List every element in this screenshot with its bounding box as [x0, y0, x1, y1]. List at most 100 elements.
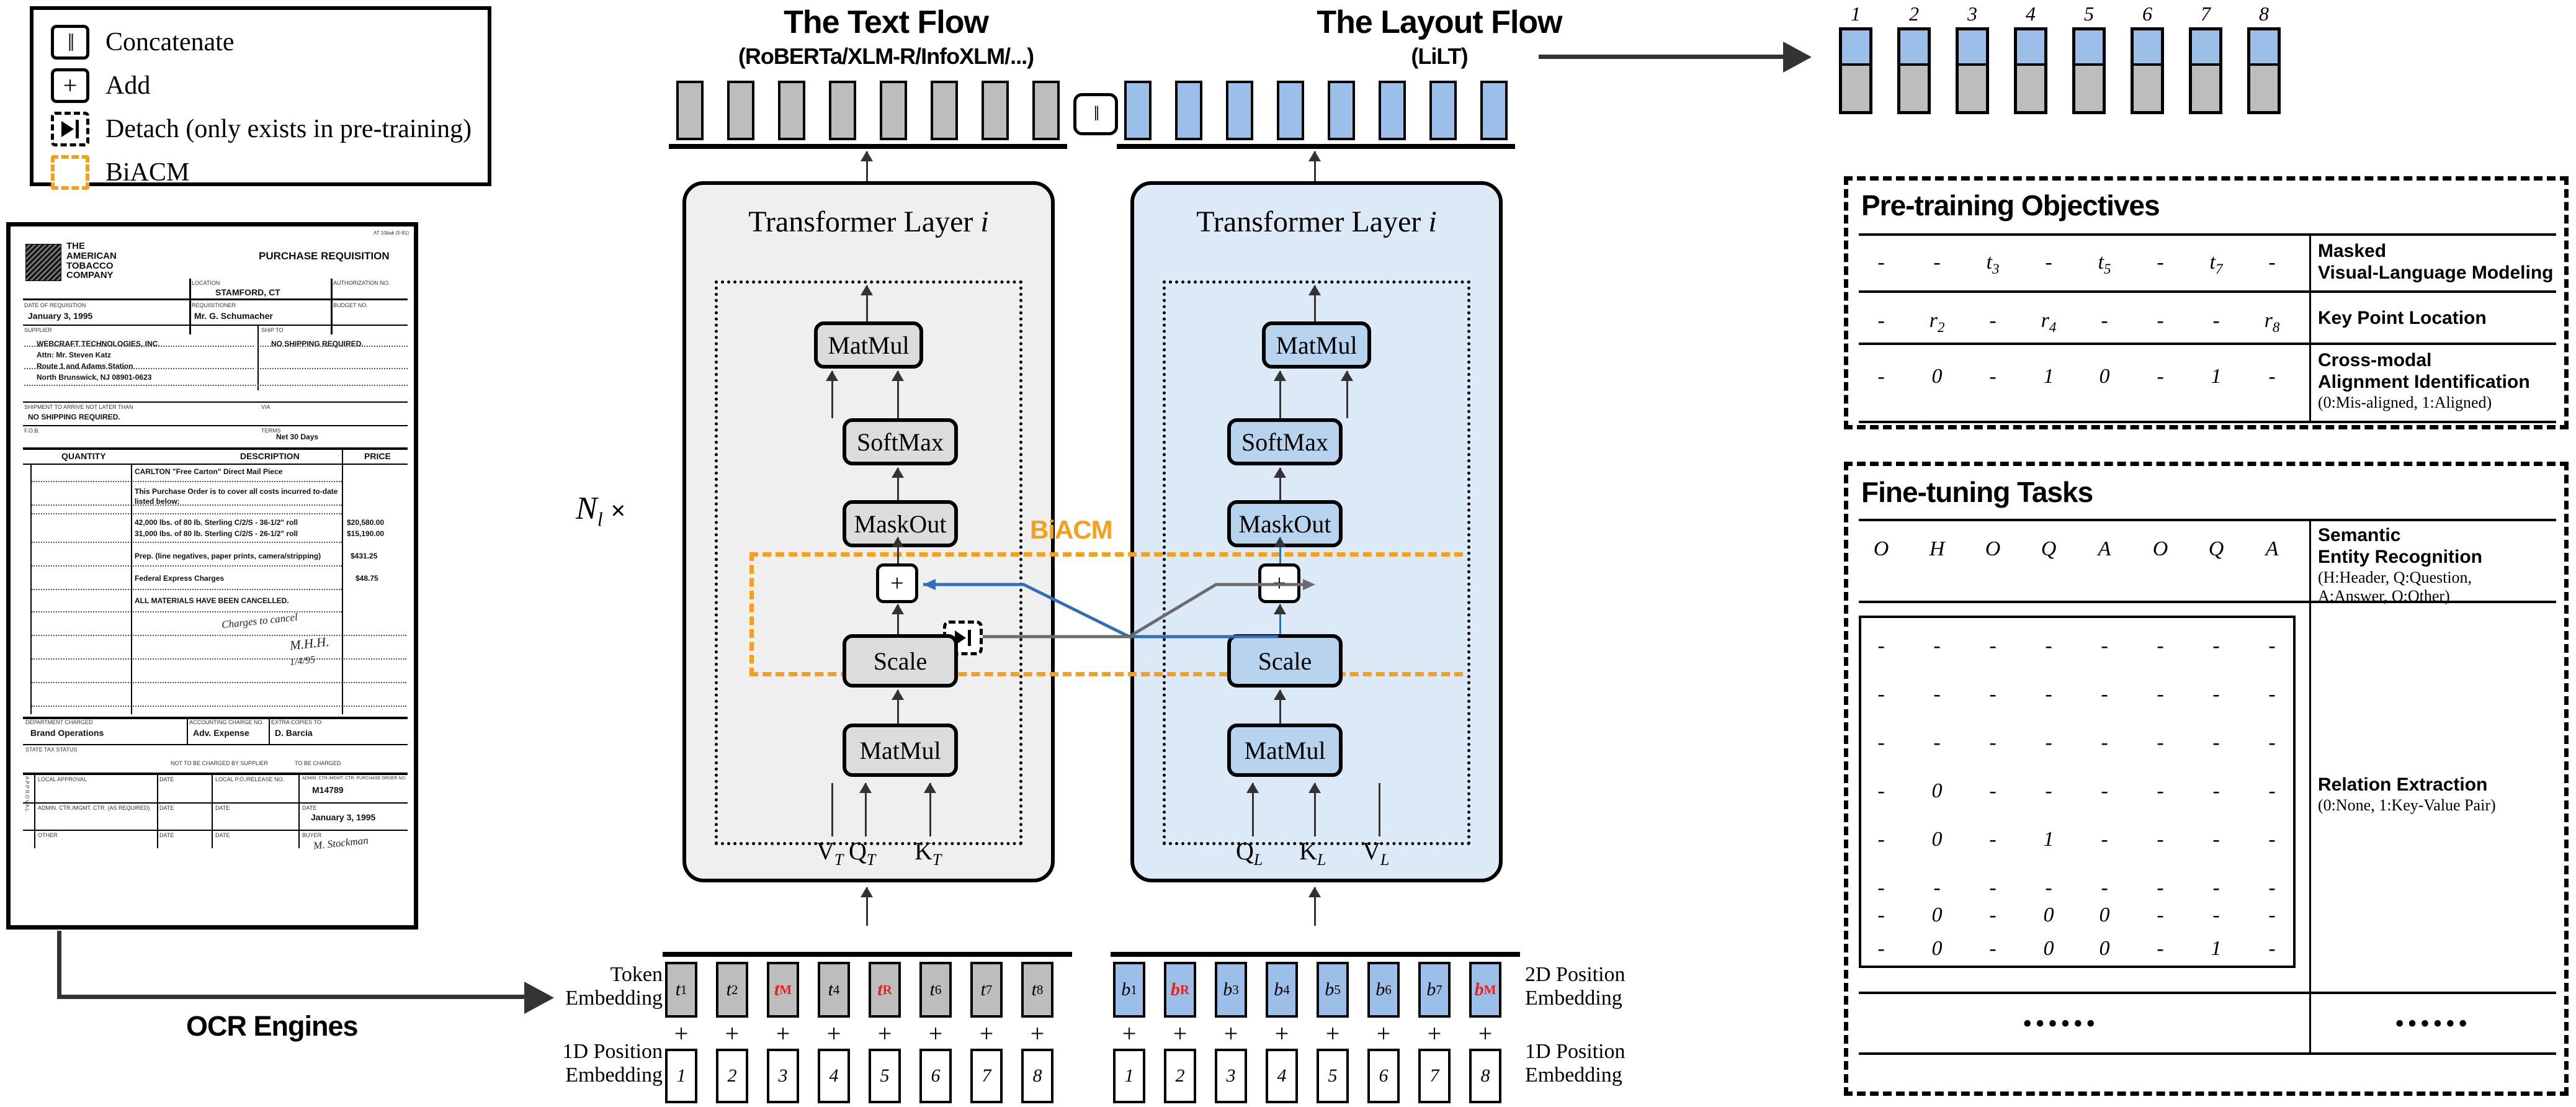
text-plus-2: +	[725, 1020, 740, 1047]
re-r8c3: -	[1989, 937, 1997, 960]
text-flow-subtitle: (RoBERTa/XLM-R/InfoXLM/...)	[738, 43, 1034, 69]
doc-row-desc-2: This Purchase Order is to cover all cost…	[135, 487, 338, 496]
layout-v-line	[1379, 783, 1380, 836]
re-r6c7: -	[2212, 876, 2220, 899]
doc-field-via-label: VIA	[261, 404, 271, 410]
repeat-label: Nl ×	[576, 491, 625, 531]
layout-output-cell-4	[1277, 81, 1304, 140]
re-r3c3: -	[1989, 731, 1997, 754]
kpl-cell-8: r8	[2264, 309, 2280, 335]
output-index-3: 3	[1967, 2, 1977, 25]
ser-cell-7: Q	[2208, 537, 2224, 560]
re-r1c8: -	[2268, 634, 2276, 657]
layout-k-arrow	[1308, 782, 1321, 836]
re-r1c7: -	[2212, 634, 2220, 657]
layout-panel-title: Transformer Layer i	[1196, 205, 1437, 238]
text-position-8: 8	[1021, 1049, 1053, 1103]
layout-v-label: VL	[1362, 837, 1390, 869]
output-bar-2	[1897, 27, 1931, 114]
layout-plus-7: +	[1427, 1020, 1442, 1047]
layout-plus-5: +	[1325, 1020, 1340, 1047]
doc-footer-po-label: ADMIN. CTR./MGMT. CTR. PURCHASE ORDER NO…	[302, 776, 407, 781]
text-embedding-to-panel-arrow	[861, 887, 873, 926]
re-r5c6: -	[2157, 828, 2164, 851]
mvlm-task-name: Masked Visual-Language Modeling	[2318, 241, 2554, 283]
layout-softmax: SoftMax	[1227, 418, 1343, 465]
text-panel-output-arrow	[861, 151, 873, 184]
legend-item-add: + Add	[51, 66, 488, 105]
layout-output-cell-2	[1175, 81, 1202, 140]
text-position-5-label: 5	[880, 1065, 890, 1086]
re-r4c8: -	[2268, 779, 2276, 802]
re-r2c4: -	[2045, 683, 2052, 706]
text-position-3-label: 3	[778, 1065, 788, 1086]
re-r5c5: -	[2101, 828, 2108, 851]
text-k-arrow	[924, 782, 936, 836]
text-k-label: KT	[915, 837, 942, 869]
re-r7c6: -	[2157, 903, 2164, 926]
doc-field-supplier-label: SUPPLIER	[24, 327, 52, 333]
layout-output-cell-8	[1480, 81, 1508, 140]
layout-softmax-out-arrow	[1274, 370, 1286, 418]
re-r5c8: -	[2268, 828, 2276, 851]
output-bar-4	[2014, 27, 2047, 114]
output-index-2: 2	[1909, 2, 1919, 25]
ser-task-name: Semantic Entity Recognition (H:Header, Q…	[2318, 525, 2482, 605]
layout-matmul-to-scale-arrow	[1274, 689, 1286, 724]
biacm-dashed-box	[749, 552, 1463, 676]
layout-embedding-to-panel-arrow	[1308, 887, 1321, 926]
cai-cell-3: -	[1989, 365, 1997, 388]
doc-footer-acct-value: Adv. Expense	[193, 728, 249, 738]
re-r6c2: -	[1933, 876, 1941, 899]
kpl-cell-4: r4	[2041, 309, 2057, 335]
doc-field-date-label: DATE OF REQUISITION	[24, 302, 86, 308]
doc-footer-other-label: OTHER	[38, 832, 58, 838]
layout-position-1: 1	[1113, 1049, 1145, 1103]
layout-scale: Scale	[1227, 634, 1343, 688]
text-position-4-label: 4	[829, 1065, 839, 1086]
ser-cell-5: A	[2098, 537, 2111, 560]
layout-output-cell-6	[1379, 81, 1406, 140]
doc-title: PURCHASE REQUISITION	[259, 250, 390, 262]
layout-output-cell-1	[1124, 81, 1152, 140]
doc-handwriting-1: Charges to cancel	[221, 611, 298, 631]
text-position-6: 6	[919, 1049, 952, 1103]
re-r8c7: 1	[2211, 937, 2222, 960]
doc-footer-copies-value: D. Barcia	[275, 728, 313, 738]
doc-row-desc-3: listed below:	[135, 497, 180, 506]
layout-position-4: 4	[1266, 1049, 1298, 1103]
doc-footer-acct-label: ACCOUNTING CHARGE NO.	[189, 719, 264, 725]
re-r8c8: -	[2268, 937, 2276, 960]
output-index-7: 7	[2201, 2, 2211, 25]
text-plus-7: +	[979, 1020, 994, 1047]
re-r3c1: -	[1877, 731, 1885, 754]
layout-q-arrow	[1246, 782, 1259, 836]
doc-footer-buyer-label: BUYER	[302, 832, 322, 838]
layout-flow-subtitle: (LiLT)	[1411, 43, 1468, 69]
text-plus-1: +	[674, 1020, 689, 1047]
re-r2c2: -	[1933, 683, 1941, 706]
cai-cell-4: 1	[2043, 365, 2054, 388]
re-r8c5: 0	[2099, 937, 2110, 960]
doc-supplier-line-2: Attn: Mr. Steven Katz	[37, 351, 112, 359]
doc-footer-dept-label: DEPARTMENT CHARGED	[25, 719, 93, 725]
doc-supplier-line-4: North Brunswick, NJ 08901-0623	[37, 373, 152, 382]
layout-position-8-label: 8	[1480, 1065, 1490, 1086]
re-r4c4: -	[2045, 779, 2052, 802]
layout-position-4-label: 4	[1277, 1065, 1287, 1086]
doc-row-desc-5: 31,000 lbs. of 80 lb. Sterling C/2/S - 2…	[135, 529, 298, 538]
layout-attention-dotted-box	[1163, 280, 1470, 845]
doc-footer-release-label: LOCAL P.O./RELEASE NO.	[215, 776, 285, 782]
layout-value-arrow	[1341, 370, 1353, 418]
ser-cell-8: A	[2265, 537, 2279, 560]
